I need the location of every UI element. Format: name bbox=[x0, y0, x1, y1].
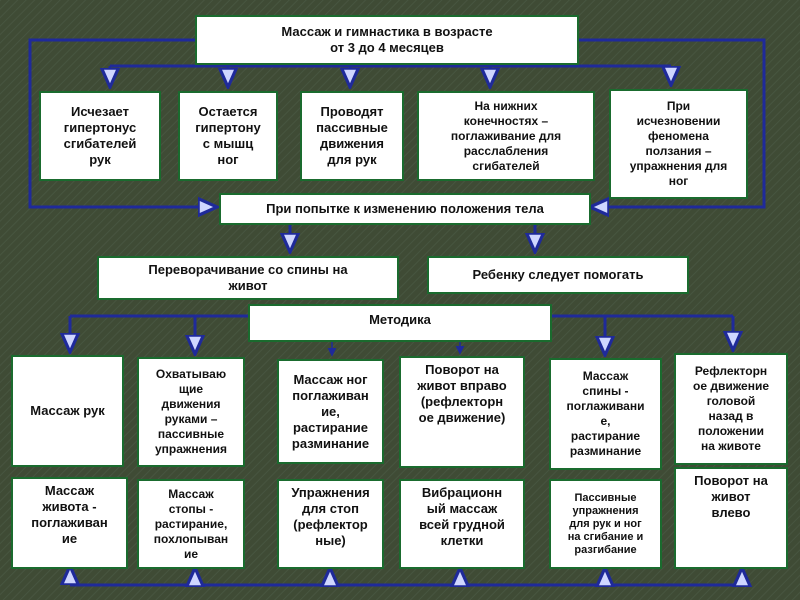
row3-box-2: Охватываю щие движения руками – пассивны… bbox=[137, 357, 245, 467]
row1-box-1: Исчезает гипертонус сгибателей рук bbox=[39, 91, 161, 181]
row4-box-2: Массаж стопы - растирание, похлопыван ие bbox=[137, 479, 245, 569]
row2-box-1: Переворачивание со спины на живот bbox=[97, 256, 399, 300]
position-change-box: При попытке к изменению положения тела bbox=[219, 193, 591, 225]
row1-box-5: При исчезновении феномена ползания – упр… bbox=[609, 89, 748, 199]
row3-box-1: Массаж рук bbox=[11, 355, 124, 467]
row4-box-6: Поворот на живот влево bbox=[674, 467, 788, 569]
row3-box-4: Поворот на живот вправо (рефлекторн ое д… bbox=[399, 356, 525, 468]
row3-box-5: Массаж спины - поглаживани е, растирание… bbox=[549, 358, 662, 470]
row1-box-3: Проводят пассивные движения для рук bbox=[300, 91, 404, 181]
row1-box-4: На нижних конечностях – поглаживание для… bbox=[417, 91, 595, 181]
row4-box-3: Упражнения для стоп (рефлектор ные) bbox=[277, 479, 384, 569]
row4-box-1: Массаж живота - поглаживан ие bbox=[11, 477, 128, 569]
row4-box-4: Вибрационн ый массаж всей грудной клетки bbox=[399, 479, 525, 569]
row3-box-6: Рефлекторн ое движение головой назад в п… bbox=[674, 353, 788, 465]
title-box: Массаж и гимнастика в возрасте от 3 до 4… bbox=[195, 15, 579, 65]
row2-box-2: Ребенку следует помогать bbox=[427, 256, 689, 294]
row4-box-5: Пассивные упражнения для рук и ног на сг… bbox=[549, 479, 662, 569]
row3-box-3: Массаж ног поглаживан ие, растирание раз… bbox=[277, 359, 384, 464]
method-box: Методика bbox=[248, 304, 552, 342]
row1-box-2: Остается гипертону с мышц ног bbox=[178, 91, 278, 181]
